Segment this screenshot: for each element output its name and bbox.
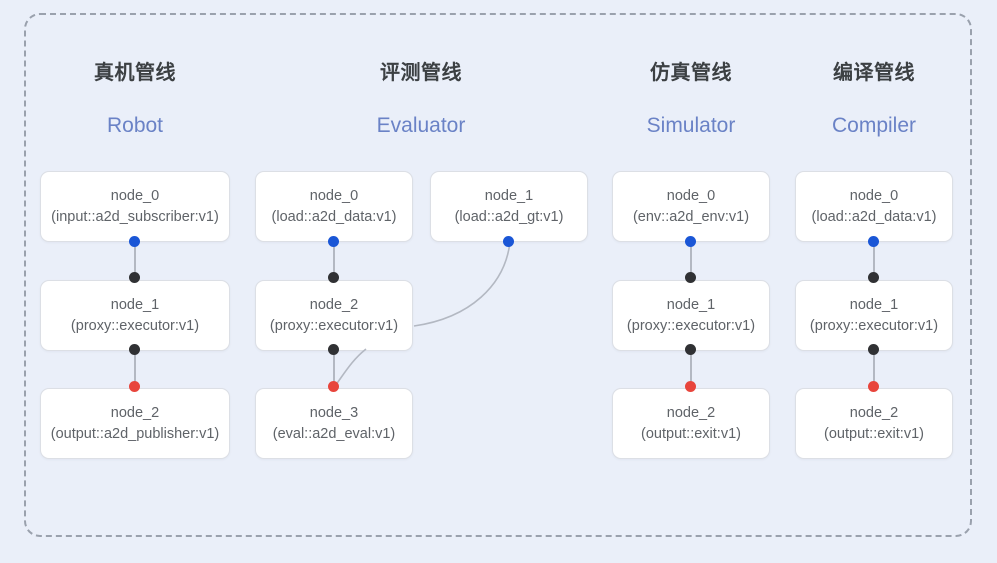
column-title-en-robot: Robot (106, 114, 164, 137)
node-compiler-2[interactable]: node_2 (output::exit:v1) (795, 388, 953, 459)
node-simulator-2[interactable]: node_2 (output::exit:v1) (612, 388, 770, 459)
node-robot-2[interactable]: node_2 (output::a2d_publisher:v1) (40, 388, 230, 459)
column-title-cn-compiler: 编译管线 (833, 62, 915, 84)
port-dot-black-compiler-1-in[interactable] (868, 272, 879, 283)
column-title-en-simulator: Simulator (646, 114, 736, 137)
node-simulator-0[interactable]: node_0 (env::a2d_env:v1) (612, 171, 770, 242)
column-title-en-evaluator: Evaluator (376, 114, 466, 137)
node-evaluator-3[interactable]: node_3 (eval::a2d_eval:v1) (255, 388, 413, 459)
node-type: (input::a2d_subscriber:v1) (51, 208, 219, 225)
port-dot-black-compiler-1-out[interactable] (868, 344, 879, 355)
port-dot-black-robot-1-in[interactable] (129, 272, 140, 283)
node-name: node_2 (849, 404, 899, 421)
node-compiler-1[interactable]: node_1 (proxy::executor:v1) (795, 280, 953, 351)
node-type: (proxy::executor:v1) (269, 317, 399, 334)
node-type: (proxy::executor:v1) (70, 317, 200, 334)
node-type: (env::a2d_env:v1) (632, 208, 750, 225)
edge-comp-1-2 (873, 346, 875, 388)
port-dot-blue-simulator-0[interactable] (685, 236, 696, 247)
node-type: (load::a2d_gt:v1) (454, 208, 564, 225)
column-header-robot: 真机管线 Robot (40, 60, 230, 139)
edge-eval-0-2 (333, 238, 335, 280)
node-name: node_2 (110, 404, 160, 421)
column-title-cn-robot: 真机管线 (94, 62, 176, 84)
node-type: (load::a2d_data:v1) (811, 208, 937, 225)
column-header-evaluator: 评测管线 Evaluator (326, 60, 516, 139)
node-compiler-0[interactable]: node_0 (load::a2d_data:v1) (795, 171, 953, 242)
edge-eval-2-3 (333, 346, 335, 388)
node-type: (load::a2d_data:v1) (271, 208, 397, 225)
node-name: node_1 (666, 296, 716, 313)
edge-sim-1-2 (690, 346, 692, 388)
node-name: node_0 (666, 187, 716, 204)
node-type: (eval::a2d_eval:v1) (272, 425, 396, 442)
edge-sim-0-1 (690, 238, 692, 280)
edge-comp-0-1 (873, 238, 875, 280)
node-robot-1[interactable]: node_1 (proxy::executor:v1) (40, 280, 230, 351)
port-dot-red-simulator-2[interactable] (685, 381, 696, 392)
column-title-cn-evaluator: 评测管线 (380, 62, 462, 84)
node-name: node_1 (849, 296, 899, 313)
node-name: node_3 (309, 404, 359, 421)
port-dot-blue-evaluator-1[interactable] (503, 236, 514, 247)
node-name: node_2 (666, 404, 716, 421)
node-name: node_2 (309, 296, 359, 313)
node-evaluator-1[interactable]: node_1 (load::a2d_gt:v1) (430, 171, 588, 242)
port-dot-black-robot-1-out[interactable] (129, 344, 140, 355)
port-dot-blue-compiler-0[interactable] (868, 236, 879, 247)
node-type: (proxy::executor:v1) (809, 317, 939, 334)
node-type: (output::exit:v1) (641, 425, 741, 442)
node-evaluator-2[interactable]: node_2 (proxy::executor:v1) (255, 280, 413, 351)
node-evaluator-0[interactable]: node_0 (load::a2d_data:v1) (255, 171, 413, 242)
node-robot-0[interactable]: node_0 (input::a2d_subscriber:v1) (40, 171, 230, 242)
column-header-simulator: 仿真管线 Simulator (596, 60, 786, 139)
node-simulator-1[interactable]: node_1 (proxy::executor:v1) (612, 280, 770, 351)
edge-robot-1-2 (134, 346, 136, 388)
node-type: (output::exit:v1) (824, 425, 924, 442)
port-dot-red-evaluator-3[interactable] (328, 381, 339, 392)
port-dot-black-simulator-1-in[interactable] (685, 272, 696, 283)
column-title-en-compiler: Compiler (831, 114, 917, 137)
node-type: (output::a2d_publisher:v1) (50, 425, 220, 442)
column-header-compiler: 编译管线 Compiler (779, 60, 969, 139)
port-dot-red-robot-2[interactable] (129, 381, 140, 392)
port-dot-black-simulator-1-out[interactable] (685, 344, 696, 355)
column-title-cn-simulator: 仿真管线 (650, 62, 732, 84)
port-dot-blue-evaluator-0[interactable] (328, 236, 339, 247)
port-dot-black-evaluator-2-out[interactable] (328, 344, 339, 355)
node-name: node_0 (309, 187, 359, 204)
port-dot-blue-robot-0[interactable] (129, 236, 140, 247)
port-dot-black-evaluator-2-in[interactable] (328, 272, 339, 283)
node-type: (proxy::executor:v1) (626, 317, 756, 334)
node-name: node_0 (849, 187, 899, 204)
edge-robot-0-1 (134, 238, 136, 280)
edge-eval-executor-to-eval (334, 348, 367, 387)
node-name: node_0 (110, 187, 160, 204)
port-dot-red-compiler-2[interactable] (868, 381, 879, 392)
node-name: node_1 (484, 187, 534, 204)
node-name: node_1 (110, 296, 160, 313)
edge-eval-gt-to-executor (413, 241, 511, 327)
